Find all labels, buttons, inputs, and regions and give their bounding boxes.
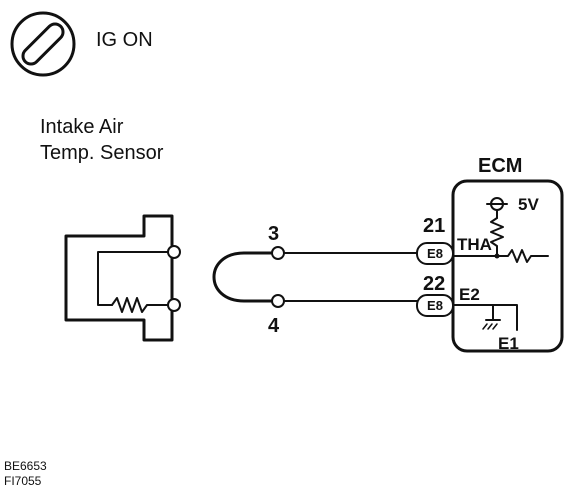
ecm-ground-path xyxy=(452,304,518,331)
ecm-title: ECM xyxy=(478,155,522,177)
connector-e8-tha xyxy=(416,242,454,265)
connector-e2-label: E8 xyxy=(427,298,443,313)
figure-code-2: FI7055 xyxy=(4,474,42,488)
ignition-key-icon xyxy=(10,11,76,77)
ground-e1-label: E1 xyxy=(498,334,519,353)
sensor-label-line2: Temp. Sensor xyxy=(40,142,164,164)
sensor-label-line1: Intake Air xyxy=(40,116,124,138)
sensor-terminal-upper xyxy=(167,245,181,259)
ecm-supply xyxy=(452,197,549,263)
terminal-4 xyxy=(271,294,285,308)
supply-label: 5V xyxy=(518,195,539,214)
ignition-label: IG ON xyxy=(96,29,153,51)
signal-e2-label: E2 xyxy=(459,285,480,304)
sensor-terminal-lower xyxy=(167,298,181,312)
intake-air-temp-sensor xyxy=(64,214,181,342)
pin-21-label: 21 xyxy=(423,215,445,237)
ecm-box xyxy=(451,179,564,353)
signal-tha-label: THA xyxy=(457,235,492,254)
harness-terminals xyxy=(212,246,418,308)
pin-3-label: 3 xyxy=(268,223,279,245)
figure-code-1: BE6653 xyxy=(4,459,47,473)
connector-tha-label: E8 xyxy=(427,246,443,261)
connector-e8-e2 xyxy=(416,294,454,317)
pin-4-label: 4 xyxy=(268,315,280,337)
pin-22-label: 22 xyxy=(423,273,445,295)
terminal-3 xyxy=(271,246,285,260)
